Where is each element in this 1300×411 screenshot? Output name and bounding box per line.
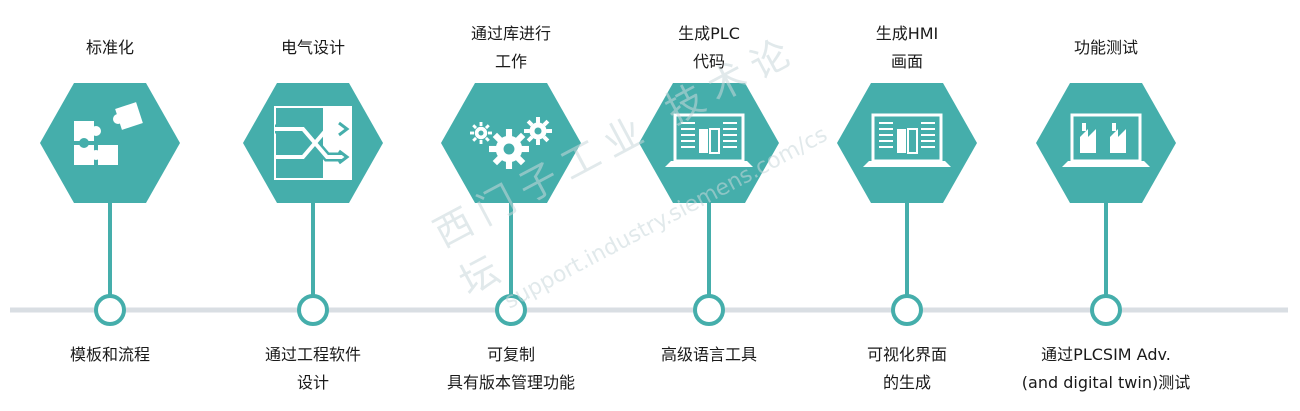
step-description-line: (and digital twin)测试 xyxy=(1021,373,1191,392)
step-description-line: 通过PLCSIM Adv. xyxy=(1041,345,1171,364)
step-description: 高级语言工具 xyxy=(619,341,799,369)
step-description-line: 高级语言工具 xyxy=(660,345,757,364)
step-5 xyxy=(837,83,977,326)
step-3 xyxy=(441,83,581,326)
laptop-hmi-icon xyxy=(863,113,951,167)
step-title-line: 功能测试 xyxy=(1073,38,1138,57)
step-2 xyxy=(243,83,383,326)
timeline-node xyxy=(94,294,126,326)
step-title: 标准化 xyxy=(20,34,200,62)
step-hexagon xyxy=(40,83,180,203)
step-description: 可视化界面的生成 xyxy=(817,341,997,397)
step-title: 通过库进行工作 xyxy=(421,20,601,76)
step-description-line: 的生成 xyxy=(882,373,931,392)
step-title-line: 标准化 xyxy=(85,38,134,57)
timeline-node xyxy=(297,294,329,326)
step-title-line: 代码 xyxy=(692,52,725,71)
step-description-line: 通过工程软件 xyxy=(264,345,361,364)
step-description-line: 设计 xyxy=(296,373,329,392)
timeline-node xyxy=(1090,294,1122,326)
step-hexagon xyxy=(1036,83,1176,203)
step-6 xyxy=(1036,83,1176,326)
step-description: 通过工程软件设计 xyxy=(223,341,403,397)
puzzle-icon xyxy=(74,102,143,165)
step-description: 模板和流程 xyxy=(20,341,200,369)
step-title: 电气设计 xyxy=(223,34,403,62)
step-title-line: 画面 xyxy=(890,52,923,71)
step-title-line: 通过库进行 xyxy=(470,24,551,43)
timeline-node xyxy=(891,294,923,326)
step-description-line: 可视化界面 xyxy=(866,345,947,364)
step-title: 功能测试 xyxy=(1016,34,1196,62)
step-4 xyxy=(639,83,779,326)
laptop-plc-icon xyxy=(665,113,753,167)
step-1 xyxy=(40,83,180,326)
step-description-line: 可复制 xyxy=(486,345,535,364)
timeline-node xyxy=(495,294,527,326)
step-title: 生成PLC 代码 xyxy=(619,20,799,76)
switch-diagram-icon xyxy=(274,106,352,180)
laptop-factory-icon xyxy=(1062,113,1150,167)
step-description: 可复制具有版本管理功能 xyxy=(421,341,601,397)
step-description-line: 具有版本管理功能 xyxy=(446,373,575,392)
step-title-line: 电气设计 xyxy=(280,38,345,57)
gears-icon xyxy=(470,117,552,169)
timeline-node xyxy=(693,294,725,326)
step-title-line: 生成HMI xyxy=(875,24,939,43)
step-title-line: 生成PLC xyxy=(678,24,740,43)
step-title-line: 工作 xyxy=(494,52,527,71)
step-description: 通过PLCSIM Adv. (and digital twin)测试 xyxy=(1016,341,1196,397)
step-title: 生成HMI 画面 xyxy=(817,20,997,76)
step-description-line: 模板和流程 xyxy=(69,345,150,364)
